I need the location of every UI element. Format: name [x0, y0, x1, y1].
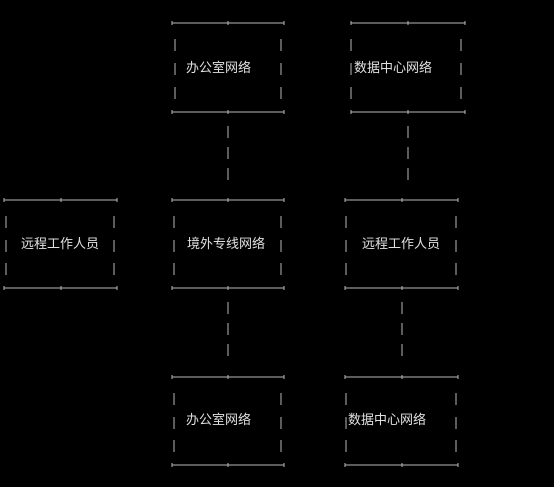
node-label-remote-right: 远程工作人员: [362, 237, 441, 252]
node-box-office-bottom: [171, 375, 285, 467]
node-box-datacenter-top: [350, 21, 466, 114]
node-label-office-top: 办公室网络: [186, 61, 252, 76]
node-box-remote-left: [3, 198, 118, 290]
node-label-datacenter-bottom: 数据中心网络: [348, 413, 427, 428]
node-box-overseas-line: [171, 198, 285, 290]
node-label-overseas-line: 境外专线网络: [187, 237, 266, 252]
node-box-office-top: [171, 21, 285, 114]
node-box-datacenter-bottom: [344, 375, 459, 467]
node-label-remote-left: 远程工作人员: [21, 237, 100, 252]
node-box-remote-right: [344, 198, 459, 290]
node-label-office-bottom: 办公室网络: [186, 413, 252, 428]
node-label-datacenter-top: 数据中心网络: [354, 61, 433, 76]
